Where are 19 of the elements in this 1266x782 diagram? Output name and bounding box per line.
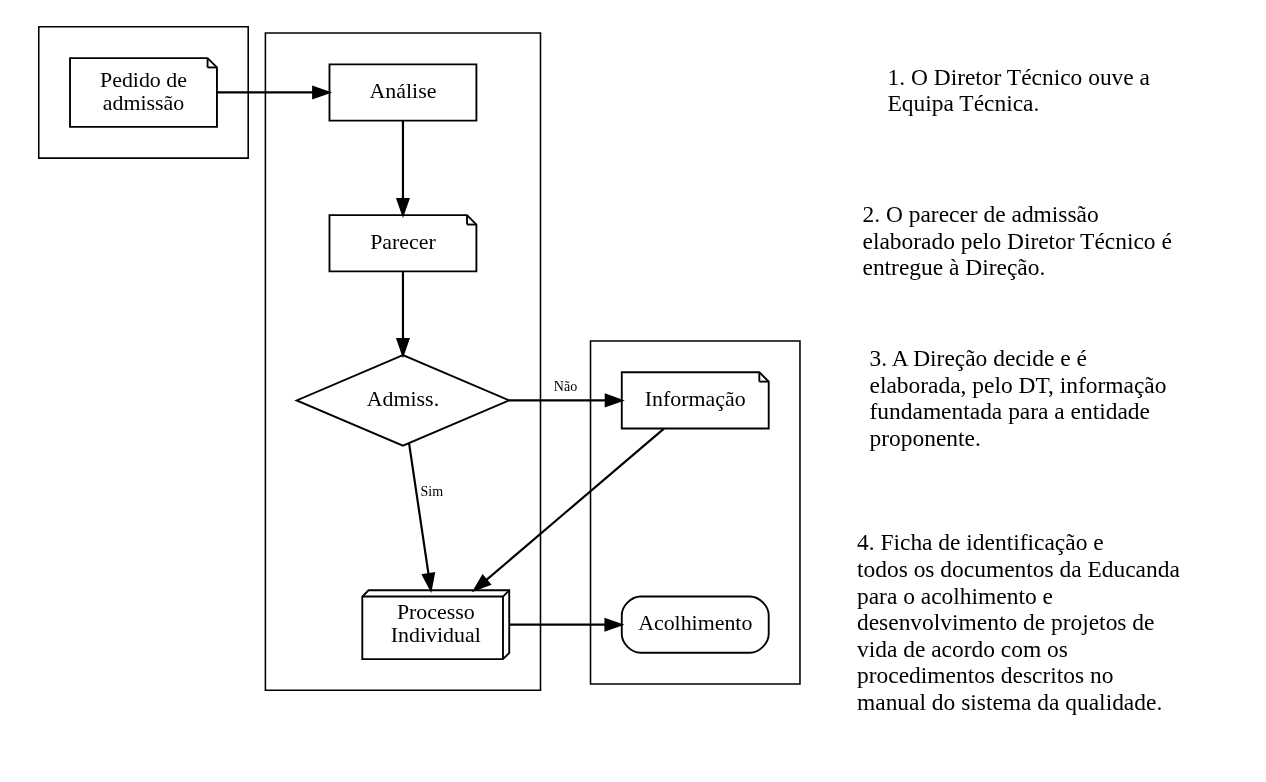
arrow [471, 427, 665, 593]
node-diamond: Admiss. [293, 354, 512, 447]
node-box: Acolhimento [620, 595, 770, 654]
cluster [589, 340, 801, 685]
arrow [216, 85, 332, 100]
label: 3. A Direção decide e é elaborada, pelo DT, informação fundamentada para a entidade proponente. [869, 344, 1166, 451]
arrow [395, 271, 410, 359]
label: 1. O Diretor Técnico ouve a Equipa Técnica. [887, 63, 1150, 117]
cluster [264, 32, 541, 692]
arrow [508, 393, 625, 408]
arrow [508, 617, 624, 632]
edge-label: Sim [420, 483, 443, 500]
label: 2. O parecer de admissão elaborado pelo Diretor Técnico é entregue à Direção. [861, 201, 1172, 281]
node-box: Análise [328, 63, 477, 122]
arrow [395, 121, 410, 219]
arrow [407, 443, 435, 593]
label: 4. Ficha de identificação e todos os documentos da Educanda para o acolhimento e desenvolvimento de projetos de vida de acordo com os procedimentos descritos no manual do sistema da qualidade. [856, 529, 1180, 715]
edge-label: Não [553, 378, 577, 395]
cluster [37, 26, 249, 159]
